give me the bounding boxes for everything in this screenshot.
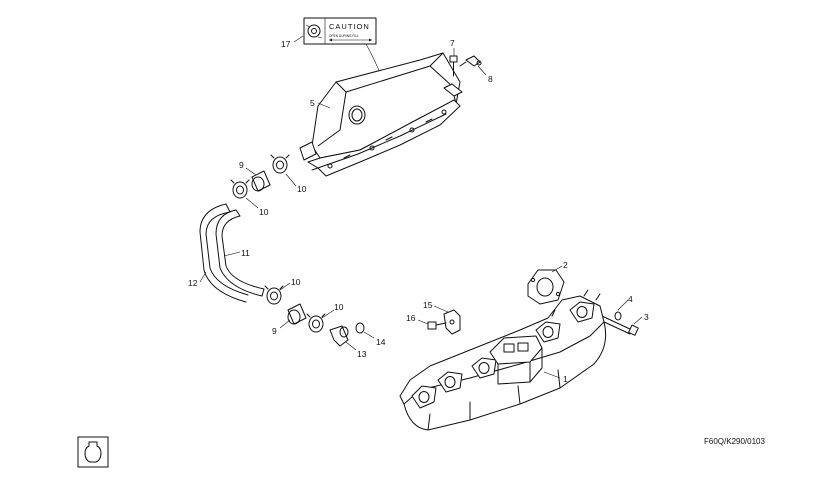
- callout-9-upper: 9: [239, 160, 244, 170]
- exhaust-manifold: [399, 289, 607, 431]
- washer-4: [614, 311, 622, 321]
- figure-reference: F60Q/K290/0103: [704, 437, 765, 446]
- caution-subtitle: OPEN DURING FILL: [329, 34, 359, 38]
- o-ring-14: [355, 322, 365, 334]
- lower-hose-9: [287, 303, 307, 325]
- manifold-port: [437, 371, 463, 393]
- callout-3: 3: [644, 312, 649, 322]
- callout-13: 13: [357, 349, 367, 359]
- sensor-8: [459, 55, 482, 67]
- callout-17: 17: [281, 39, 291, 49]
- callout-7: 7: [450, 38, 455, 48]
- bolt-16: [427, 321, 447, 330]
- lower-clamp-10: [264, 285, 284, 305]
- upper-hose-9: [251, 170, 271, 192]
- bolt-7: [449, 55, 458, 77]
- gasket-2: [527, 269, 565, 305]
- callout-10-lower-a: 10: [291, 277, 301, 287]
- callout-4: 4: [628, 294, 633, 304]
- callout-numbers: 17 7 8 5 9 10 10 11 12 10 9 10 14 13 15 …: [188, 38, 649, 384]
- callout-10-upper-a: 10: [297, 184, 307, 194]
- tank-cover: [299, 52, 463, 177]
- manifold-port: [535, 321, 561, 343]
- callout-16: 16: [406, 313, 416, 323]
- bolt-3: [599, 315, 639, 336]
- bracket-15: [443, 309, 461, 335]
- manifold-port: [569, 301, 595, 323]
- callout-9-lower: 9: [272, 326, 277, 336]
- turbo-flange: [489, 335, 543, 385]
- caution-title: CAUTION: [329, 22, 370, 31]
- caution-decal: CAUTION OPEN DURING FILL: [303, 17, 384, 81]
- manifold-port: [411, 385, 437, 409]
- callout-15: 15: [423, 300, 433, 310]
- callout-8: 8: [488, 74, 493, 84]
- callout-5: 5: [310, 98, 315, 108]
- callout-1: 1: [563, 374, 568, 384]
- callout-10-upper-b: 10: [259, 207, 269, 217]
- callout-14: 14: [376, 337, 386, 347]
- callout-2: 2: [563, 260, 568, 270]
- callout-11: 11: [241, 248, 250, 258]
- pipe-11: [215, 209, 265, 297]
- upper-clamp-10b: [230, 179, 250, 199]
- leader-lines: [199, 35, 643, 379]
- callout-12: 12: [188, 278, 198, 288]
- callout-10-lower-b: 10: [334, 302, 344, 312]
- pipe-12: [199, 203, 249, 303]
- manifold-port: [471, 357, 497, 379]
- lower-clamp-10b: [306, 313, 326, 333]
- engine-block-icon: [77, 436, 109, 468]
- elbow-13: [329, 325, 349, 347]
- upper-clamp-10: [270, 154, 290, 174]
